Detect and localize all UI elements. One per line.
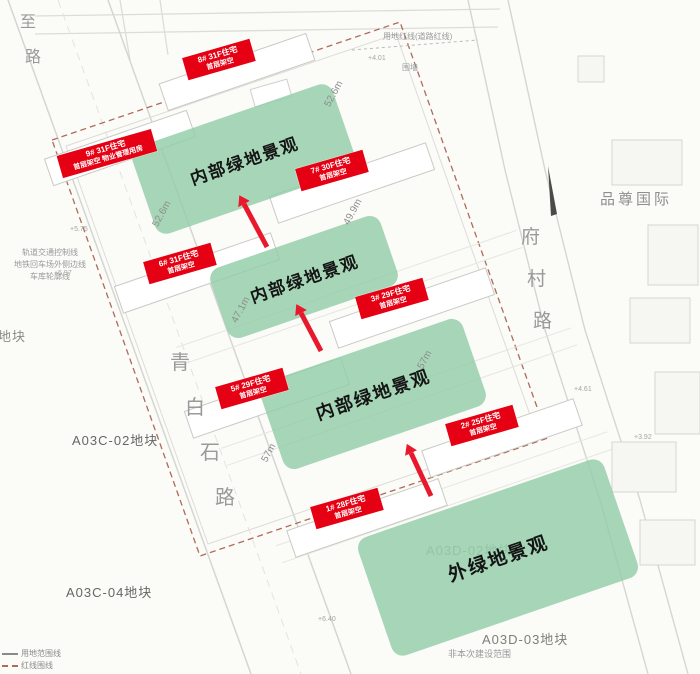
spot-elevation: +5.75 — [70, 226, 88, 233]
red-line-note: 用地红线(道路红线) — [383, 32, 453, 41]
red-line-swatch — [2, 664, 18, 667]
top-road-lines — [34, 0, 501, 61]
legend-row-boundary: 用地范围线 — [2, 648, 61, 659]
spot-elevation: +4.61 — [574, 386, 592, 393]
out-of-scope-note: 非本次建设范围 — [448, 649, 512, 659]
neighbour-blocks — [577, 55, 700, 566]
legend-label: 用地范围线 — [21, 649, 61, 658]
green-area-label: 内部绿地景观 — [187, 133, 302, 189]
parcel-label-partial: 地块 — [0, 329, 27, 344]
neighbourhood-label-pinzun: 品尊国际 — [600, 191, 673, 208]
green-area-label: 内部绿地景观 — [313, 365, 434, 424]
legend-row-redline: 红线围线 — [2, 660, 53, 671]
spot-elevation: +4.01 — [368, 55, 386, 62]
parcel-label-a03d03: A03D-03地块 — [482, 632, 569, 647]
spot-elevation: +5.97 — [54, 270, 72, 277]
metro-line-note: 地铁回车场外侧边线 — [14, 260, 86, 269]
parcel-label-a03c04: A03C-04地块 — [66, 585, 153, 600]
dark-marker — [548, 166, 557, 216]
spot-elevation: +6.40 — [318, 616, 336, 623]
left-road-lines — [7, 0, 352, 674]
parcel-label-a03c02: A03C-02地块 — [72, 433, 159, 448]
fence-note: 围墙 — [402, 63, 418, 72]
garage-outline-note: 车库轮廓线 — [30, 272, 70, 281]
green-area-label: 内部绿地景观 — [247, 251, 362, 307]
rail-control-note: 轨道交通控制线 — [22, 248, 78, 257]
legend-label: 红线围线 — [21, 661, 53, 670]
spot-elevation: +3.92 — [634, 434, 652, 441]
building-slabs — [43, 32, 583, 558]
boundary-line-swatch — [2, 652, 18, 655]
green-area-label: 外绿地景观 — [445, 532, 552, 587]
